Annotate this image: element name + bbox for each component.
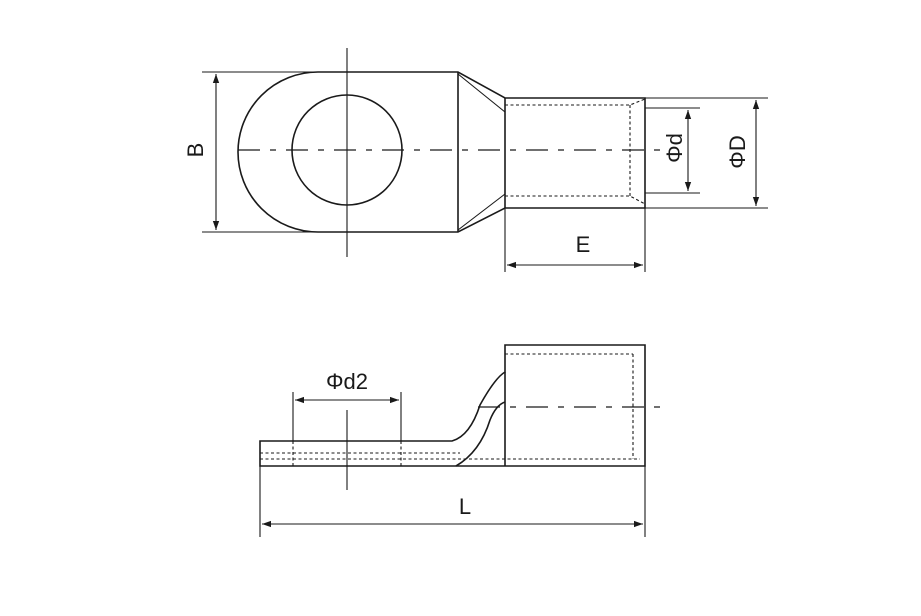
- side-view: Φd2 L: [259, 344, 662, 537]
- dim-d-label: Φd: [662, 133, 687, 163]
- dim-l-label: L: [459, 494, 471, 519]
- taper-inner-bottom: [457, 193, 506, 231]
- barrel-bore-bottom: [505, 195, 646, 205]
- top-view: B E Φd ΦD: [183, 48, 768, 272]
- barrel-bore-top: [505, 98, 646, 106]
- dim-b-label: B: [183, 143, 208, 158]
- dim-d2-label: Φd2: [326, 369, 368, 394]
- top-view-outline: [237, 71, 646, 233]
- neck-lower-curve: [455, 401, 506, 467]
- side-view-outline: [259, 344, 646, 467]
- dim-e-label: E: [576, 232, 591, 257]
- taper-inner-top: [457, 73, 506, 113]
- dim-bigd-label: ΦD: [725, 135, 750, 168]
